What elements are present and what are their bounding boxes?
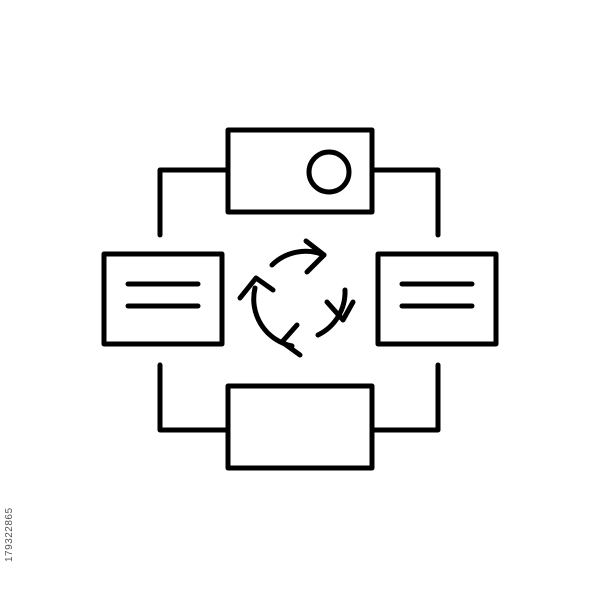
connector-top-right [369,167,441,238]
node-top-circle [306,149,352,195]
connector-bottom-left [157,362,231,433]
stock-id-text: 179322865 [4,507,15,562]
connector-bottom-right [369,362,441,433]
node-left [101,251,225,347]
connector-top-left [157,167,231,238]
node-top [225,127,375,215]
node-bottom [225,383,375,471]
refresh-cycle-icon [237,238,356,358]
node-right [375,251,499,347]
